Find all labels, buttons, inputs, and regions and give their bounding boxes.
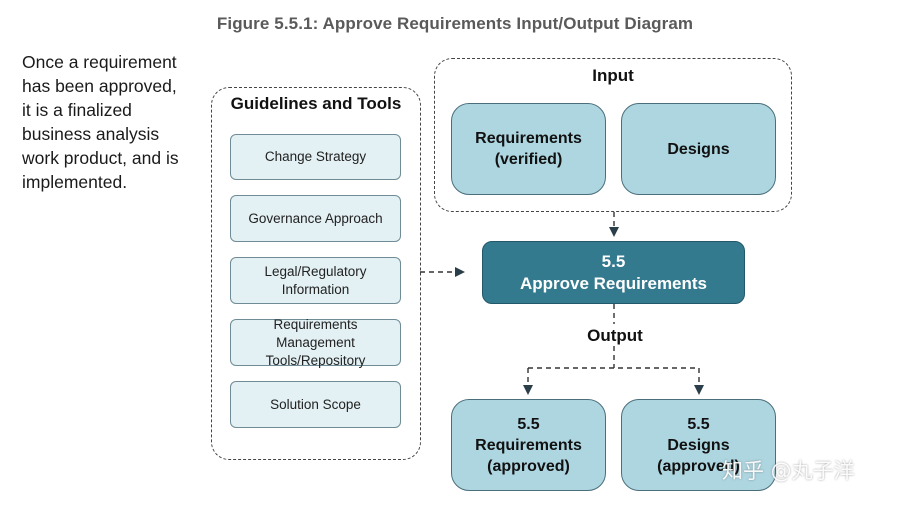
input-title: Input — [592, 66, 634, 85]
output-title: Output — [587, 326, 643, 345]
guidelines-group — [211, 87, 421, 460]
figure-title: Figure 5.5.1: Approve Requirements Input… — [216, 14, 694, 33]
input-requirements-verified: Requirements (verified) — [451, 103, 606, 195]
input-designs: Designs — [621, 103, 776, 195]
tool-requirements-management-repository: Requirements Management Tools/Repository — [230, 317, 401, 368]
tool-legal-regulatory-information: Legal/Regulatory Information — [230, 257, 401, 304]
output-designs-approved: 5.5 Designs (approved) — [621, 399, 776, 491]
output-requirements-approved: 5.5 Requirements (approved) — [451, 399, 606, 491]
side-description: Once a requirement has been approved, it… — [22, 52, 179, 192]
tool-governance-approach: Governance Approach — [230, 195, 401, 242]
tool-solution-scope: Solution Scope — [230, 381, 401, 428]
watermark: 知乎 @丸子洋 — [722, 459, 855, 483]
guidelines-title: Guidelines and Tools — [230, 94, 402, 113]
task-approve-requirements: 5.5 Approve Requirements — [482, 241, 745, 304]
input-group — [434, 58, 792, 212]
tool-change-strategy: Change Strategy — [230, 134, 401, 180]
